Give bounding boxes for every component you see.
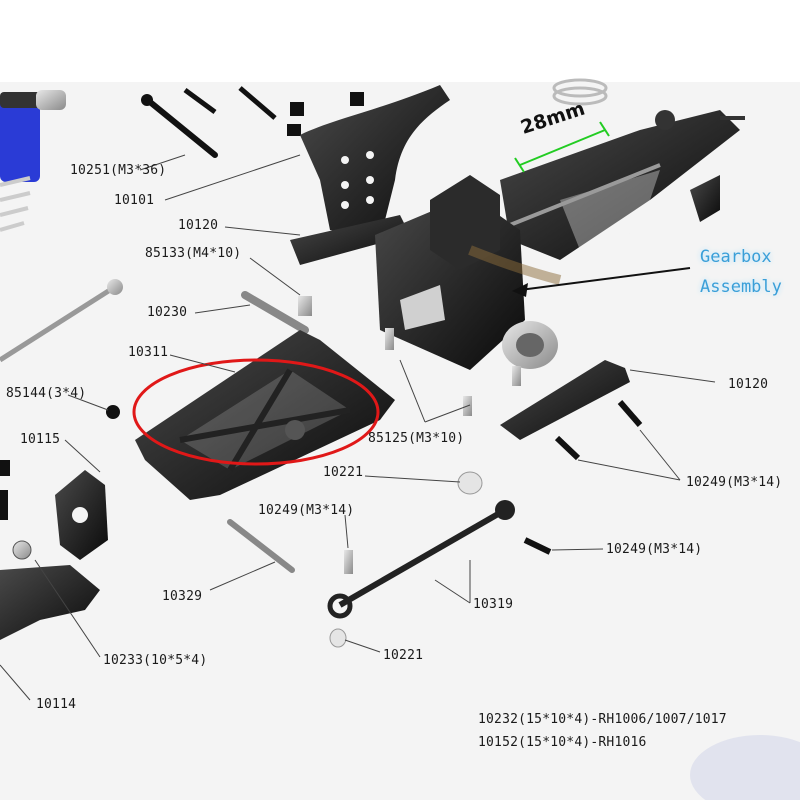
mount-10120-top bbox=[290, 215, 410, 265]
screw-10251 bbox=[141, 94, 218, 158]
label-10230: 10230 bbox=[147, 305, 188, 320]
label-10311: 10311 bbox=[128, 345, 169, 360]
screw-10249-low bbox=[523, 537, 552, 555]
leader-lines bbox=[0, 154, 716, 701]
label-10221-mid: 10221 bbox=[323, 465, 364, 480]
dimension-marker bbox=[514, 121, 610, 173]
label-10249-right: 10249(M3*14) bbox=[686, 475, 783, 490]
label-10249-low: 10249(M3*14) bbox=[606, 542, 703, 557]
hub-10115 bbox=[55, 470, 108, 560]
label-85125: 85125(M3*10) bbox=[368, 431, 465, 446]
nut-85144 bbox=[106, 405, 120, 419]
note-10152: 10152(15*10*4)-RH1016 bbox=[478, 735, 647, 750]
label-10114: 10114 bbox=[36, 697, 77, 712]
gearbox-assembly bbox=[375, 175, 562, 370]
screw-10249-mid bbox=[344, 550, 353, 574]
bearing-10233 bbox=[12, 540, 32, 560]
carrier-10114 bbox=[0, 565, 100, 640]
label-10115: 10115 bbox=[20, 432, 61, 447]
label-10120-top: 10120 bbox=[178, 218, 219, 233]
shock-tower-holes bbox=[341, 151, 374, 209]
label-10233: 10233(10*5*4) bbox=[103, 653, 208, 668]
upper-arm-assembly bbox=[500, 110, 745, 260]
label-10251: 10251(M3*36) bbox=[70, 163, 167, 178]
ball-10221-mid bbox=[457, 471, 483, 495]
background-panel bbox=[0, 80, 800, 800]
left-edge-parts bbox=[0, 460, 10, 520]
label-10319: 10319 bbox=[473, 597, 514, 612]
label-85144: 85144(3*4) bbox=[6, 386, 87, 401]
shock-tower-10101 bbox=[300, 85, 450, 240]
spring-fragment bbox=[552, 78, 608, 106]
label-10221-low: 10221 bbox=[383, 648, 424, 663]
top-white-band bbox=[0, 0, 800, 82]
highlight-circle bbox=[132, 358, 380, 466]
bushing-85133 bbox=[298, 296, 312, 316]
turnbuckle-10319 bbox=[327, 500, 515, 619]
note-10232: 10232(15*10*4)-RH1006/1007/1017 bbox=[478, 712, 727, 727]
rod-left bbox=[0, 279, 123, 363]
label-10120-right: 10120 bbox=[728, 377, 769, 392]
label-10101: 10101 bbox=[114, 193, 155, 208]
ball-10221-low bbox=[329, 628, 347, 648]
gearbox-callout: Gearbox Assembly bbox=[700, 242, 782, 302]
label-85133: 85133(M4*10) bbox=[145, 246, 242, 261]
bottom-right-part bbox=[690, 735, 800, 800]
label-10249-mid: 10249(M3*14) bbox=[258, 503, 355, 518]
callout-line1: Gearbox bbox=[700, 247, 772, 267]
pin-10329 bbox=[227, 519, 295, 573]
pin-10230 bbox=[241, 291, 309, 334]
screws-10249-right bbox=[554, 400, 643, 461]
callout-line2: Assembly bbox=[700, 277, 782, 297]
top-screws bbox=[183, 86, 364, 136]
shock-absorber bbox=[0, 90, 66, 232]
callout-arrow bbox=[512, 267, 691, 297]
mount-10120-right bbox=[500, 360, 630, 440]
label-10329: 10329 bbox=[162, 589, 203, 604]
